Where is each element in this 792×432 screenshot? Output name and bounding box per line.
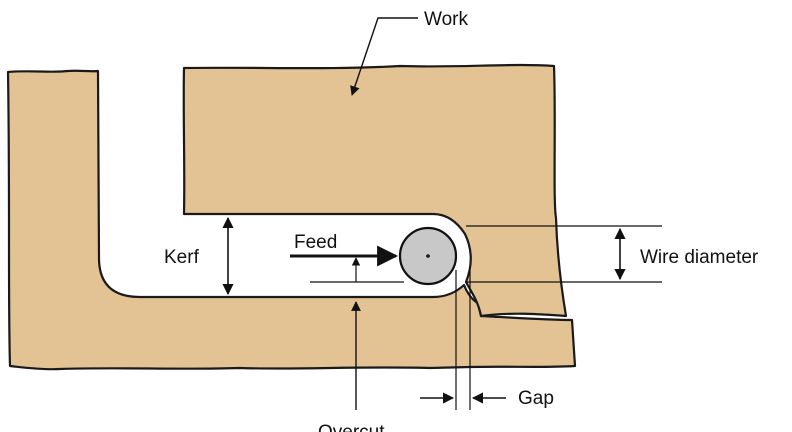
overcut-label: Overcut [318, 422, 385, 432]
work-lower-part [6, 69, 577, 371]
work-upper-block [182, 63, 568, 318]
work-label: Work [424, 9, 468, 30]
work-leader [350, 17, 418, 96]
feed-label: Feed [294, 232, 337, 253]
kerf-label: Kerf [164, 247, 200, 268]
wire-center-dot [426, 254, 430, 258]
wire-diameter-label: Wire diameter [640, 247, 759, 268]
gap-label: Gap [518, 388, 554, 409]
